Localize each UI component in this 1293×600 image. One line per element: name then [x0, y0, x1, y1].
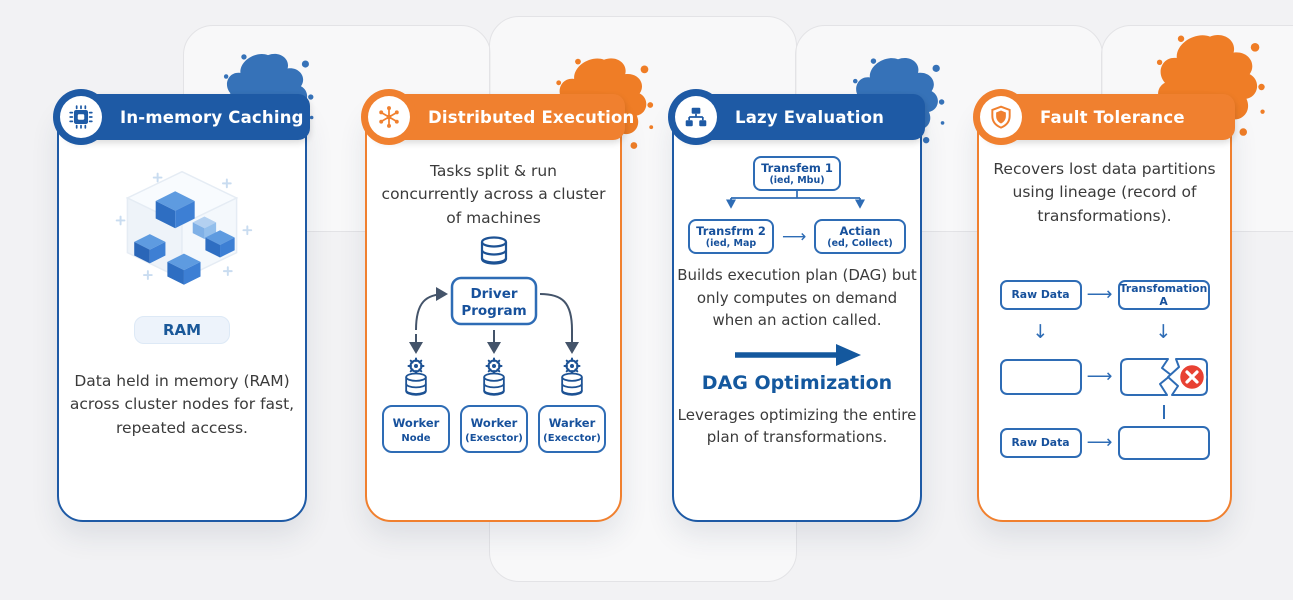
transform-2-node: Transfrm 2 (ied, Map: [688, 219, 774, 254]
card-fault-tolerance: Fault Tolerance Recovers lost data parti…: [973, 89, 1235, 522]
header-badge: [53, 89, 109, 145]
card-header: Fault Tolerance: [973, 89, 1235, 145]
worker-label: Worker: [392, 416, 439, 430]
card-lazy-evaluation: Lazy Evaluation Transfem 1 (ied, Mbu): [668, 89, 925, 522]
cluster-diagram: Driver Program Worker Node Worker (Exesc…: [381, 236, 606, 453]
worker-gear-stack-icon: [562, 358, 582, 394]
worker-gear-stack-icon: [484, 358, 504, 394]
card-description: Builds execution plan (DAG) but only com…: [677, 266, 917, 329]
network-icon: [368, 96, 410, 138]
action-node: Actian (ed, Collect): [814, 219, 906, 254]
worker-label: (Execctor): [543, 433, 601, 444]
branch-connector: [725, 191, 866, 209]
recovery-connector-line: [1162, 404, 1165, 419]
spacer: [1082, 331, 1118, 335]
error-x-icon: [1177, 362, 1206, 391]
driver-program-label: Program: [461, 303, 526, 319]
card-description: Recovers lost data partitions using line…: [993, 160, 1216, 225]
right-arrow-icon: ⟶: [1086, 431, 1113, 453]
dag-diagram: Transfem 1 (ied, Mbu) Transfrm: [674, 156, 920, 254]
card-distributed-execution: Distributed Execution Tasks split & run …: [361, 89, 634, 522]
broken-partition-box: [1119, 357, 1208, 396]
empty-box: [999, 358, 1082, 395]
raw-data-box: Raw Data: [999, 279, 1082, 310]
right-arrow-icon: ⟶: [1086, 283, 1113, 305]
ram-label: RAM: [133, 316, 231, 344]
header-badge: [668, 89, 724, 145]
card-description-2: Leverages optimizing the entire plan of …: [677, 405, 917, 447]
down-arrow-icon: ↓: [1155, 321, 1172, 344]
dag-optimization-heading: DAG Optimization: [701, 371, 893, 394]
lineage-diagram: Raw Data ⟶ Transfomation A ↓ ↓ ⟶ Raw Dat…: [979, 279, 1230, 460]
worker-label: Worker: [470, 416, 517, 430]
worker-gear-stack-icon: [406, 358, 426, 394]
card-description: Data held in memory (RAM) across cluster…: [69, 372, 295, 437]
recovered-empty-box: [1117, 425, 1210, 460]
card-title: Distributed Execution: [428, 107, 635, 127]
card-title: In-memory Caching: [120, 107, 304, 127]
spacer: [1082, 410, 1118, 414]
connector-arrows: [408, 286, 579, 354]
worker-label: (Exesctor): [465, 433, 523, 444]
down-arrow-icon: ↓: [1032, 321, 1049, 344]
database-stack-icon: [480, 236, 507, 265]
worker-label: Warker: [548, 416, 595, 430]
cpu-chip-icon: [60, 96, 102, 138]
driver-program-label: Driver: [470, 286, 517, 302]
card-header: Lazy Evaluation: [668, 89, 925, 145]
worker-label: Node: [401, 433, 430, 444]
card-description: Tasks split & run concurrently across a …: [381, 162, 606, 227]
card-title: Fault Tolerance: [1040, 107, 1185, 127]
memory-cubes-illustration: [115, 170, 253, 285]
shield-icon: [980, 96, 1022, 138]
card-header: Distributed Execution: [361, 89, 634, 145]
transform-1-node: Transfem 1 (ied, Mbu): [753, 156, 841, 191]
raw-data-box: Raw Data: [999, 427, 1082, 458]
right-arrow-icon: ⟶: [1086, 365, 1113, 387]
spacer: [1000, 410, 1082, 414]
card-in-memory-caching: In-memory Caching RAM: [53, 89, 310, 522]
card-header: In-memory Caching: [53, 89, 310, 145]
right-arrow-icon: ⟶: [782, 226, 807, 247]
big-right-arrow-icon: [735, 343, 861, 366]
card-title: Lazy Evaluation: [735, 107, 885, 127]
transformation-a-box: Transfomation A: [1117, 279, 1210, 310]
header-badge: [973, 89, 1029, 145]
flowchart-icon: [675, 96, 717, 138]
header-badge: [361, 89, 417, 145]
